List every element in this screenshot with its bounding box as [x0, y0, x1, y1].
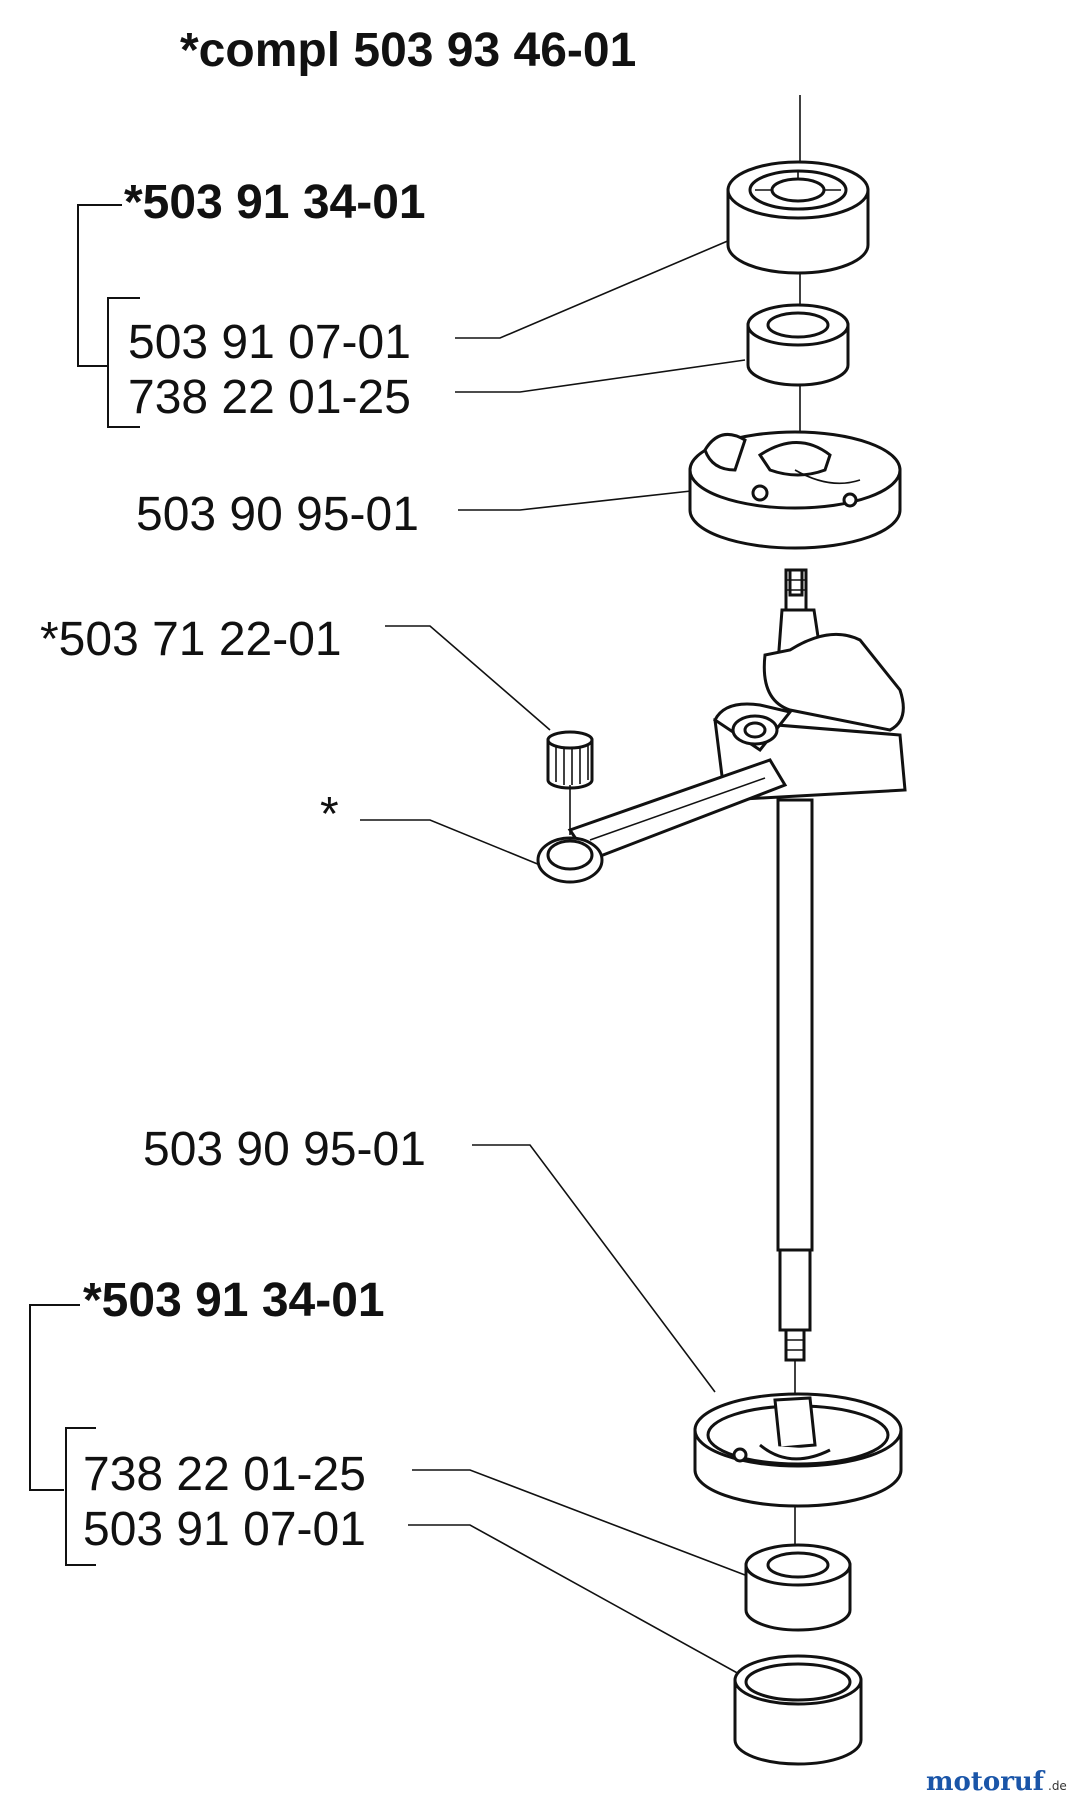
- label-bearing-top-a: 503 91 07-01: [128, 316, 411, 369]
- inner-bearing-bottom: [744, 1543, 852, 1632]
- needle-bearing: [546, 730, 594, 835]
- label-bearing-bottom-a: 738 22 01-25: [83, 1448, 366, 1501]
- label-kit-bottom: *503 91 34-01: [83, 1274, 385, 1327]
- connecting-rod: [536, 758, 788, 884]
- bearing-sleeve-bottom: [733, 1654, 863, 1766]
- plate-bottom: [693, 1392, 903, 1508]
- plate-top: [688, 430, 902, 550]
- leader-lines-top: [360, 239, 746, 866]
- label-kit-top: *503 91 34-01: [124, 176, 426, 229]
- kit-bottom-bracket: [29, 1304, 96, 1566]
- kit-top-bracket: [77, 204, 140, 428]
- label-needle-bearing: *503 71 22-01: [40, 613, 342, 666]
- label-conrod: *: [320, 788, 339, 841]
- label-plate-bottom: 503 90 95-01: [143, 1123, 426, 1176]
- watermark-text: motoruf: [926, 1767, 1046, 1797]
- inner-bearing-top: [746, 303, 850, 387]
- leader-lines-bottom: [408, 1144, 751, 1681]
- label-plate-top: 503 90 95-01: [136, 488, 419, 541]
- assembly-title: *compl 503 93 46-01: [180, 24, 636, 77]
- label-bearing-top-b: 738 22 01-25: [128, 371, 411, 424]
- watermark-logo: motoruf .de: [926, 1767, 1067, 1797]
- label-bearing-bottom-b: 503 91 07-01: [83, 1503, 366, 1556]
- outer-bearing-top: [726, 160, 870, 275]
- watermark-suffix: .de: [1048, 1779, 1067, 1793]
